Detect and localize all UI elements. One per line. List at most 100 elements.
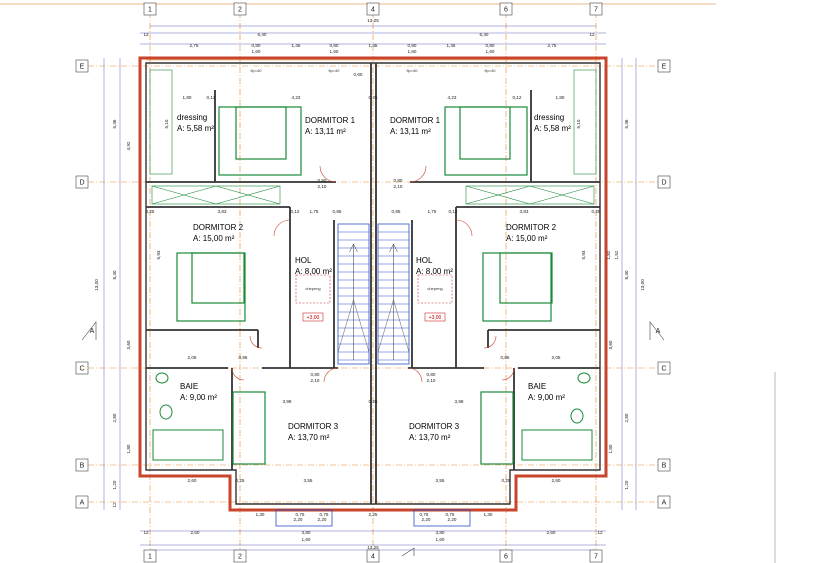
dim-label: 3,55 (436, 478, 445, 483)
dim-label: 3,98 (455, 399, 464, 404)
grid-label-col: 4 (371, 554, 375, 561)
dim-label: 1,60 (252, 49, 261, 54)
grid-label-row: A (662, 500, 667, 507)
grid-bubble-row-E (75, 59, 89, 73)
dim-label: 13,25 (367, 545, 379, 550)
dim-label: 6,40 (258, 32, 267, 37)
dim-label: 2,60 (191, 530, 200, 535)
room-area-dormitor1-right: A: 13,11 m² (390, 127, 431, 136)
grid-bubble-col-7 (589, 549, 603, 563)
room-name-baie-left: BAIE (180, 382, 198, 391)
grid-label-col: 7 (594, 7, 598, 14)
dim-label: 1,80 (556, 95, 565, 100)
grid-label-row: D (79, 180, 84, 187)
room-name-dormitor2-right: DORMITOR 2 (506, 223, 557, 232)
room-name-dressing-left: dressing (177, 113, 207, 122)
dim-label: 12 (597, 530, 603, 535)
dim-label: 1,60 (486, 49, 495, 54)
grid-bubble-row-B (75, 458, 89, 472)
room-area-dormitor2-left: A: 15,00 m² (193, 234, 235, 243)
dim-label: 3,83 (520, 209, 529, 214)
grid-label-col: 6 (504, 554, 508, 561)
hatch-label: chepeng (427, 286, 442, 291)
grid-bubble-col-6 (499, 549, 513, 563)
dim-label: 1,45 (447, 43, 456, 48)
grid-bubble-row-E (657, 59, 671, 73)
dim-label: 3,98 (283, 399, 292, 404)
room-area-dressing-right: A: 5,58 m² (534, 124, 571, 133)
dim-label: 5,36 (112, 119, 117, 128)
dim-label: 1,45 (292, 43, 301, 48)
dim-label: 12 (112, 502, 117, 508)
dim-label: 12 (589, 32, 595, 37)
dim-label: 0,25 (592, 209, 601, 214)
dim-label: 2,05 (552, 355, 561, 360)
room-name-dormitor1-right: DORMITOR 1 (390, 116, 441, 125)
grid-label-row: E (662, 64, 667, 71)
dim-label: 1,80 (183, 95, 192, 100)
grid-bubble-col-4 (366, 2, 380, 16)
dim-label: 13,00 (94, 279, 99, 291)
grid-bubble-col-2 (233, 549, 247, 563)
dim-label: 0,80 (427, 372, 436, 377)
dim-label: 4,92 (126, 141, 131, 150)
dim-label: 2,60 (547, 530, 556, 535)
dim-label: 3,60 (608, 340, 613, 349)
grid-bubble-row-A (75, 495, 89, 509)
exterior-walls (138, 56, 608, 512)
dim-label: 0,75 (420, 512, 429, 517)
grid-label-row: E (80, 64, 85, 71)
dim-label: 5,93 (156, 250, 161, 259)
grid-label-col: 2 (238, 7, 242, 14)
grid-label-col: 7 (594, 554, 598, 561)
dim-label: 1,60 (436, 537, 445, 542)
dim-label: 1,30 (256, 512, 265, 517)
grid-bubble-row-D (657, 175, 671, 189)
dim-label: 2,20 (294, 517, 303, 522)
grid-bubble-row-B (657, 458, 671, 472)
dim-label: 8,40 (112, 270, 117, 279)
stairs (337, 223, 410, 365)
dim-label: 3,80 (302, 530, 311, 535)
dim-label: 1,20 (112, 480, 117, 489)
level-mark: +3,00 (429, 315, 442, 321)
dim-label: 5,36 (624, 119, 629, 128)
dim-label: 13,00 (640, 279, 645, 291)
grid-bubble-col-4 (366, 549, 380, 563)
dim-label: 0,85 (333, 209, 342, 214)
dim-label: 0,80 (486, 43, 495, 48)
dim-label: 1,60 (302, 537, 311, 542)
dim-label: 1,60 (408, 49, 417, 54)
window-label: fip=40 (406, 68, 418, 73)
dim-label: 0,80 (311, 372, 320, 377)
dim-label: 6,40 (480, 32, 489, 37)
room-name-dormitor1-left: DORMITOR 1 (305, 116, 356, 125)
dim-label: 0,25 (146, 209, 155, 214)
room-labels: dressing A: 5,58 m² DORMITOR 1 A: 13,11 m² D… (177, 113, 571, 442)
dim-label: 2,10 (427, 378, 436, 383)
room-area-dormitor3-left: A: 13,70 m² (288, 433, 330, 442)
dim-label: 1,75 (310, 209, 319, 214)
window-label: fip=40 (484, 68, 496, 73)
dim-label: 2,75 (548, 43, 557, 48)
dim-label: 0,12 (207, 95, 216, 100)
grid-label-col: 2 (238, 554, 242, 561)
stair-run (377, 223, 410, 365)
dim-label: 0,85 (501, 355, 510, 360)
north-arrow-label (396, 11, 401, 12)
dim-label: 2,80 (624, 413, 629, 422)
grid-label-row: A (80, 500, 85, 507)
dim-label: 3,83 (218, 209, 227, 214)
dimension-labels: 13,25 6,40 6,40 12 12 2,75 0,80 1,45 0,80 1,45 0,8… (94, 18, 645, 550)
room-area-dressing-left: A: 5,58 m² (177, 124, 214, 133)
room-name-dormitor3-right: DORMITOR 3 (409, 422, 460, 431)
room-name-dormitor3-left: DORMITOR 3 (288, 422, 339, 431)
dim-label: 2,25 (369, 512, 378, 517)
dim-label: 0,80 (330, 43, 339, 48)
grid-label-row: C (661, 366, 666, 373)
dim-label: 2,20 (422, 517, 431, 522)
interior-walls (146, 63, 600, 504)
room-area-dormitor1-left: A: 13,11 m² (305, 127, 346, 136)
